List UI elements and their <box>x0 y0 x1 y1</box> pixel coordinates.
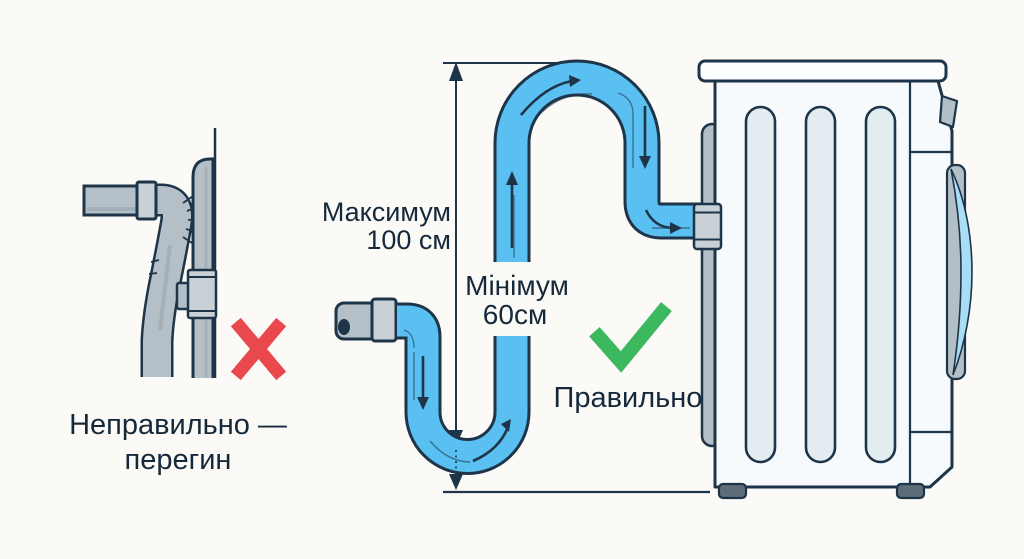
machine-foot-left <box>717 482 748 500</box>
wrong-caption-line1: Неправильно — <box>69 409 287 441</box>
dimension-arrow-up <box>449 62 463 81</box>
drain-pipe-opening <box>338 319 350 335</box>
standpipe-clamp <box>186 268 218 320</box>
max-height-label-line2: 100 см <box>366 225 451 255</box>
drain-pipe-coupling <box>370 297 398 343</box>
wrong-pipe-coupling <box>135 180 158 221</box>
min-label-backdrop <box>464 262 568 336</box>
correct-example-group: Максимум 100 см Мінімум 60см Правильно <box>322 59 723 490</box>
wrong-caption-line2: перегин <box>125 444 232 476</box>
machine-hose-fitting <box>692 202 723 251</box>
machine-lid <box>697 59 948 83</box>
wrong-standpipe <box>191 157 215 378</box>
wrong-example-group: Неправильно — перегин <box>69 128 287 476</box>
washing-machine-illustration <box>697 59 973 500</box>
flow-arrows <box>417 75 682 463</box>
max-height-label-line1: Максимум <box>322 197 451 227</box>
red-cross-icon <box>230 317 287 381</box>
machine-vents <box>744 105 897 464</box>
machine-door-glass <box>950 168 973 376</box>
machine-valve-tab <box>938 94 959 129</box>
dimension-arrow-down-floor <box>449 474 463 490</box>
min-height-label-line1: Мінімум <box>465 270 569 301</box>
correct-caption: Правильно <box>554 382 703 414</box>
green-check-icon <box>589 302 672 373</box>
dimension-lower <box>449 450 463 490</box>
machine-foot-right <box>895 482 926 500</box>
min-height-label-line2: 60см <box>483 299 547 330</box>
drain-hose <box>397 62 704 472</box>
